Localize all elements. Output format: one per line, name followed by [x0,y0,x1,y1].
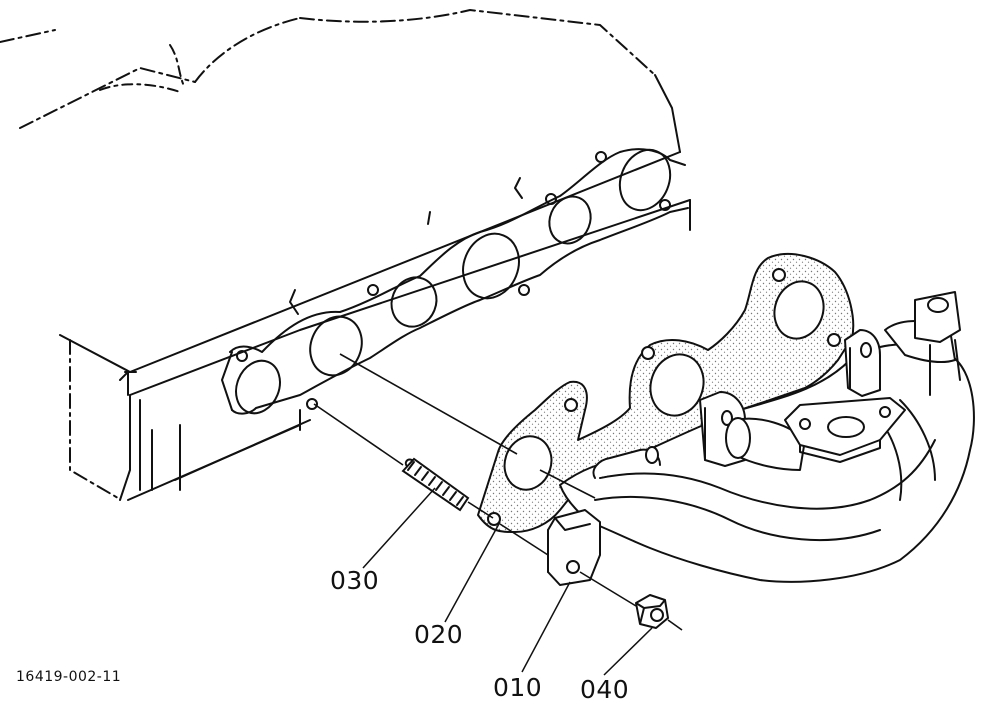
assembly-lines [313,353,683,631]
callout-010: 010 [493,673,543,702]
leader-020 [444,521,501,623]
leader-010 [521,581,571,673]
callout-040: 040 [580,675,630,704]
stud-030 [401,457,470,512]
leader-030 [362,487,436,569]
exhaust-manifold-010 [547,291,975,586]
leader-040 [603,627,653,676]
leader-lines [362,487,653,676]
gasket-020 [477,253,855,533]
callout-020: 020 [414,620,464,649]
callout-030: 030 [330,566,380,595]
figure-number: 16419-002-11 [16,669,122,685]
nut-040 [635,594,669,629]
cylinder-head [0,9,691,501]
